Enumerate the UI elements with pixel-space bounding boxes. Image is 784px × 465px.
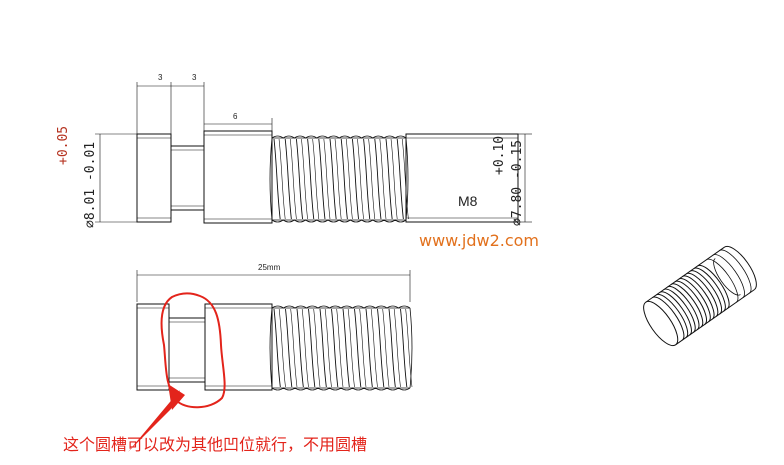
thread-top	[269, 135, 409, 223]
thread-label: M8	[458, 193, 478, 209]
bottom-groove	[168, 317, 206, 383]
dim-left-diameter: ∅8.01 -0.01	[83, 142, 98, 228]
left-collar	[136, 133, 172, 223]
isometric-view	[643, 245, 757, 347]
thread-bottom	[269, 305, 413, 391]
annotation-arrow-head	[168, 384, 185, 410]
annotation-circle	[160, 292, 226, 409]
dim-groove-2: 3	[192, 73, 197, 82]
bottom-view: 25mm	[136, 263, 413, 391]
dim-left-tolerance-plus: +0.05	[56, 126, 71, 165]
top-view: 3 3 6 ∅8.01 -0.01 +0.05 +0.10 ∅7.80 -0.1…	[56, 73, 532, 228]
dim-shoulder-length: 6	[233, 112, 238, 121]
watermark: www.jdw2.com	[419, 231, 539, 250]
dim-right-diameter: ∅7.80 -0.15	[510, 140, 525, 226]
dim-total-length: 25mm	[258, 263, 281, 272]
annotation-arrow	[128, 390, 180, 452]
tip	[405, 133, 519, 223]
shoulder	[203, 130, 273, 224]
annotation-note: 这个圆槽可以改为其他凹位就行，不用圆槽	[63, 435, 367, 454]
dim-groove-1: 3	[158, 73, 163, 82]
dim-right-tolerance-plus: +0.10	[492, 136, 507, 175]
annotation-mark	[128, 292, 226, 452]
groove-neck	[170, 145, 205, 211]
bottom-shoulder	[204, 303, 273, 391]
